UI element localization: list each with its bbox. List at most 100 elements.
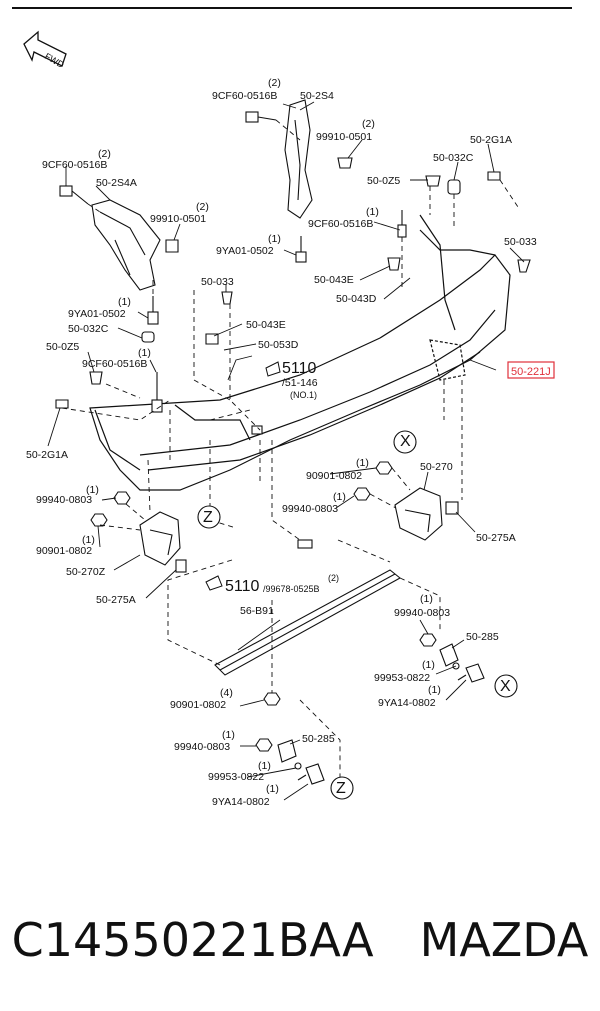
tag-icon (55, 399, 69, 409)
label-qty: (1) (268, 233, 281, 245)
label-50-285: 50-285 (302, 733, 335, 745)
stud-icon (297, 763, 325, 785)
label-50-285: 50-285 (466, 631, 499, 643)
parts-diagram: FWD (12, 7, 572, 808)
brand-name: MAZDA (419, 913, 589, 967)
label-qty: (1) (222, 729, 235, 741)
labels: (2) 9CF60-0516B 50-2S4 (2) 99910-0501 50… (26, 77, 551, 808)
label-50-270: 50-270 (420, 461, 453, 473)
clip-icon (297, 539, 313, 549)
label-51-146: /51-146 (282, 377, 318, 389)
clip-icon (251, 425, 263, 435)
pad-icon (277, 739, 297, 763)
washer-icon (294, 762, 302, 770)
label-50-033: 50-033 (504, 236, 537, 248)
label-50-0Z5: 50-0Z5 (367, 175, 400, 187)
tag-icon (487, 171, 501, 181)
label-50-033: 50-033 (201, 276, 234, 288)
bracket-50-270 (394, 487, 443, 541)
label-9YA01-0502: 9YA01-0502 (68, 308, 126, 320)
label-50-275A: 50-275A (96, 594, 136, 606)
stud-icon (175, 559, 187, 573)
label-9CF60-0516B: 9CF60-0516B (212, 90, 277, 102)
label-qty: (1) (118, 296, 131, 308)
label-50-053D: 50-053D (258, 339, 299, 351)
label-5110: 5110 (225, 578, 260, 595)
label-qty: (1) (258, 760, 271, 772)
bracket-50-2S4A (91, 199, 161, 291)
label-50-2G1A: 50-2G1A (470, 134, 512, 146)
ref-5110-bottom: 5110 /99678-0525B (2) (205, 573, 339, 595)
label-50-0Z5: 50-0Z5 (46, 341, 79, 353)
screw-icon (59, 185, 89, 205)
callout-x-circle (393, 430, 417, 454)
nut-icon (113, 491, 131, 505)
nut-icon (419, 633, 437, 647)
clip-icon (337, 157, 353, 169)
callout-z-label: Z (336, 780, 346, 797)
screw-icon (295, 236, 307, 263)
label-90901-0802: 90901-0802 (36, 545, 92, 557)
label-99940-0803: 99940-0803 (174, 741, 230, 753)
callout-z-label: Z (203, 509, 213, 526)
callout-x-label: X (400, 433, 411, 450)
label-qty: (1) (333, 491, 346, 503)
label-qty: (1) (428, 684, 441, 696)
label-qty: (1) (356, 457, 369, 469)
label-qty: (2) (98, 148, 111, 160)
stud-icon (457, 663, 485, 683)
label-99910-0501: 99910-0501 (150, 213, 206, 225)
label-50-221J: 50-221J (511, 366, 551, 378)
nut-icon (353, 487, 371, 501)
label-qty: (1) (86, 484, 99, 496)
label-90901-0802: 90901-0802 (170, 699, 226, 711)
label-99940-0803: 99940-0803 (394, 607, 450, 619)
label-9YA14-0802: 9YA14-0802 (378, 697, 436, 709)
label-qty: (1) (366, 206, 379, 218)
label-50-043D: 50-043D (336, 293, 377, 305)
label-50-043E: 50-043E (314, 274, 354, 286)
fwd-arrow-icon: FWD (23, 30, 67, 70)
nut-icon (255, 738, 273, 752)
label-9CF60-0516B: 9CF60-0516B (308, 218, 373, 230)
label-50-270Z: 50-270Z (66, 566, 106, 578)
callout-x-label: X (500, 678, 511, 695)
label-no1: (NO.1) (290, 390, 317, 400)
label-9YA14-0802: 9YA14-0802 (212, 796, 270, 808)
label-90901-0802: 90901-0802 (306, 470, 362, 482)
label-50-043E: 50-043E (246, 319, 286, 331)
label-50-2G1A: 50-2G1A (26, 449, 68, 461)
nut-icon (90, 513, 108, 527)
callout-z-circle (197, 505, 221, 529)
nut-icon (263, 692, 281, 706)
bush-icon (447, 179, 461, 195)
label-qty: (1) (422, 659, 435, 671)
label-qty: (2) (196, 201, 209, 213)
connector-icon (265, 361, 281, 377)
callout-x-circle (494, 674, 518, 698)
label-qty: (1) (266, 783, 279, 795)
label-56-B91: 56-B91 (240, 605, 274, 617)
ref-5110-top: 5110 /51-146 (NO.1) (265, 360, 318, 400)
label-qty: (1) (82, 534, 95, 546)
highlight-box (507, 361, 555, 379)
bracket-50-2S4 (284, 99, 313, 219)
label-qty: (4) (220, 687, 233, 699)
fasteners (55, 111, 531, 785)
screw-icon (151, 372, 163, 413)
label-9CF60-0516B: 9CF60-0516B (82, 358, 147, 370)
label-99953-0822: 99953-0822 (374, 672, 430, 684)
label-qty: (1) (138, 347, 151, 359)
connector-icon (205, 575, 223, 591)
label-50-032C: 50-032C (433, 152, 474, 164)
bracket-50-270Z (139, 511, 181, 566)
clip-icon (221, 291, 233, 305)
part-number: C14550221BAA (11, 913, 374, 967)
callout-z-circle (330, 776, 354, 800)
callout-circles (197, 430, 518, 800)
label-99953-0822: 99953-0822 (208, 771, 264, 783)
clip-icon (205, 333, 219, 345)
clip-icon (89, 371, 103, 385)
label-99910-0501: 99910-0501 (316, 131, 372, 143)
label-9CF60-0516B: 9CF60-0516B (42, 159, 107, 171)
